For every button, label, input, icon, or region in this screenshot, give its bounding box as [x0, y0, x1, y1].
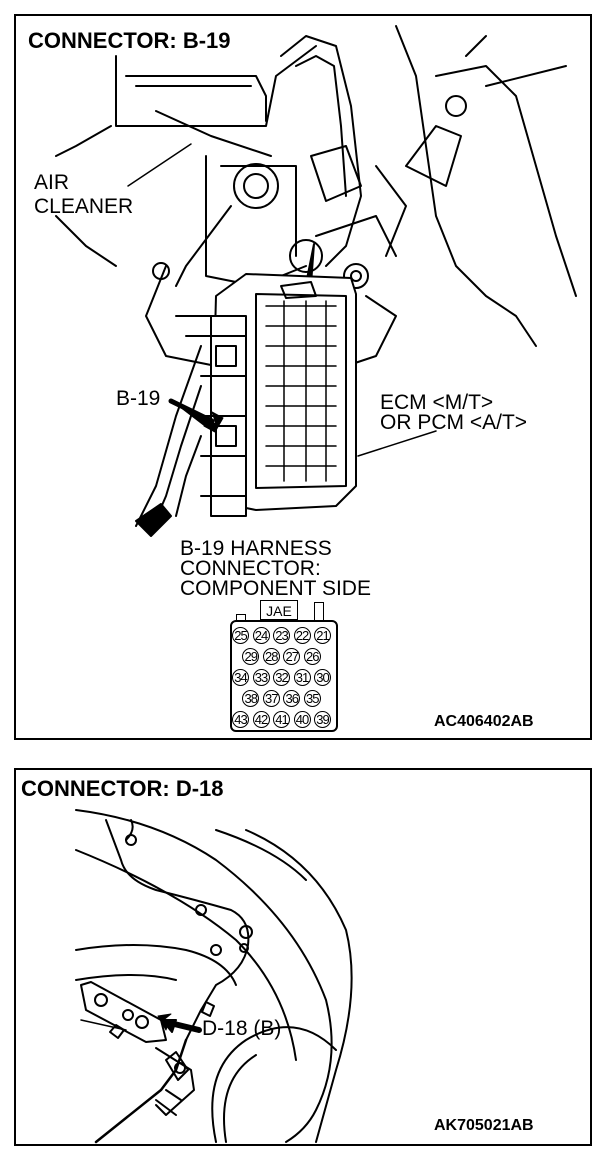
pcm-label: OR PCM <A/T>	[380, 411, 528, 434]
pin-27: 27	[283, 648, 301, 665]
pin-39: 39	[314, 711, 331, 728]
pin-31: 31	[293, 669, 311, 686]
ecm-label: ECM <M/T>	[380, 391, 494, 414]
pin-33: 33	[252, 669, 270, 686]
pin-21: 21	[314, 627, 331, 644]
pin-24: 24	[252, 627, 270, 644]
harness-caption-line1: B-19 HARNESS	[180, 537, 332, 560]
air-cleaner-label: AIR	[34, 171, 70, 194]
pin-38: 38	[242, 690, 260, 707]
figure-code: AK705021AB	[434, 1117, 534, 1134]
vehicle-rear-illustration	[75, 809, 353, 1144]
pin-43: 43	[232, 711, 249, 728]
pin-22: 22	[293, 627, 311, 644]
pin-29: 29	[242, 648, 260, 665]
pin-35: 35	[303, 690, 321, 707]
connector-brand-label: JAE	[260, 600, 298, 620]
pin-28: 28	[262, 648, 280, 665]
pin-42: 42	[252, 711, 270, 728]
pin-26: 26	[303, 648, 321, 665]
connector-b19-panel: CONNECTOR: B-19 AIR CLEANER B-19 ECM <M/…	[14, 14, 592, 740]
figure-code: AC406402AB	[434, 713, 534, 730]
pin-41: 41	[273, 711, 290, 728]
b19-pointer-label: B-19	[116, 387, 161, 410]
air-cleaner-label: CLEANER	[34, 195, 134, 218]
harness-caption-line2: CONNECTOR:	[180, 557, 321, 580]
pin-32: 32	[273, 669, 290, 686]
connector-d18-panel: CONNECTOR: D-18 D-18 (B) AK705021AB	[14, 768, 592, 1146]
panel-title: CONNECTOR: B-19	[28, 28, 231, 53]
panel-title: CONNECTOR: D-18	[21, 776, 224, 801]
connector-latch-left	[236, 614, 246, 624]
engine-bay-illustration	[55, 25, 577, 537]
pin-40: 40	[293, 711, 311, 728]
pin-37: 37	[262, 690, 280, 707]
d18-pointer-label: D-18 (B)	[202, 1017, 282, 1040]
pin-36: 36	[283, 690, 301, 707]
connector-latch-right	[314, 602, 324, 622]
pin-23: 23	[273, 627, 290, 644]
pin-25: 25	[232, 627, 249, 644]
pin-30: 30	[314, 669, 331, 686]
pin-34: 34	[232, 669, 249, 686]
harness-caption-line3: COMPONENT SIDE	[180, 577, 371, 600]
